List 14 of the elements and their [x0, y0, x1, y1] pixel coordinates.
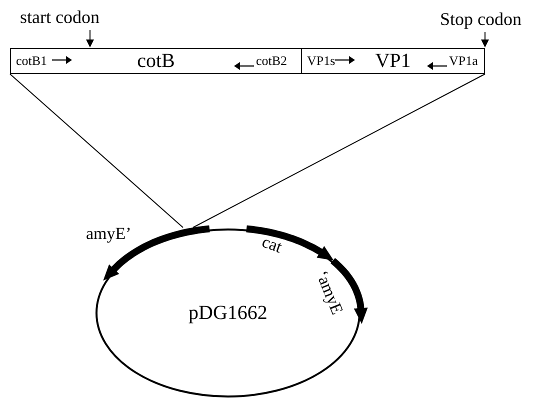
insertion-line: [10, 74, 184, 228]
gene-label: amyE’: [86, 224, 132, 244]
primer-label: VP1a: [449, 53, 478, 69]
leader-arrow: [481, 32, 489, 48]
primer-label: cotB2: [256, 53, 288, 69]
plasmid-name: pDG1662: [188, 302, 268, 324]
leader-arrow: [86, 30, 94, 48]
primer-label: VP1s: [307, 53, 336, 69]
codon-label: Stop codon: [440, 8, 522, 30]
primer-label: cotB1: [16, 53, 48, 69]
insertion-line: [192, 74, 486, 228]
codon-label: start codon: [20, 6, 100, 28]
gene-label: ‘amyE: [311, 268, 347, 318]
gene-label: cat: [259, 232, 285, 258]
